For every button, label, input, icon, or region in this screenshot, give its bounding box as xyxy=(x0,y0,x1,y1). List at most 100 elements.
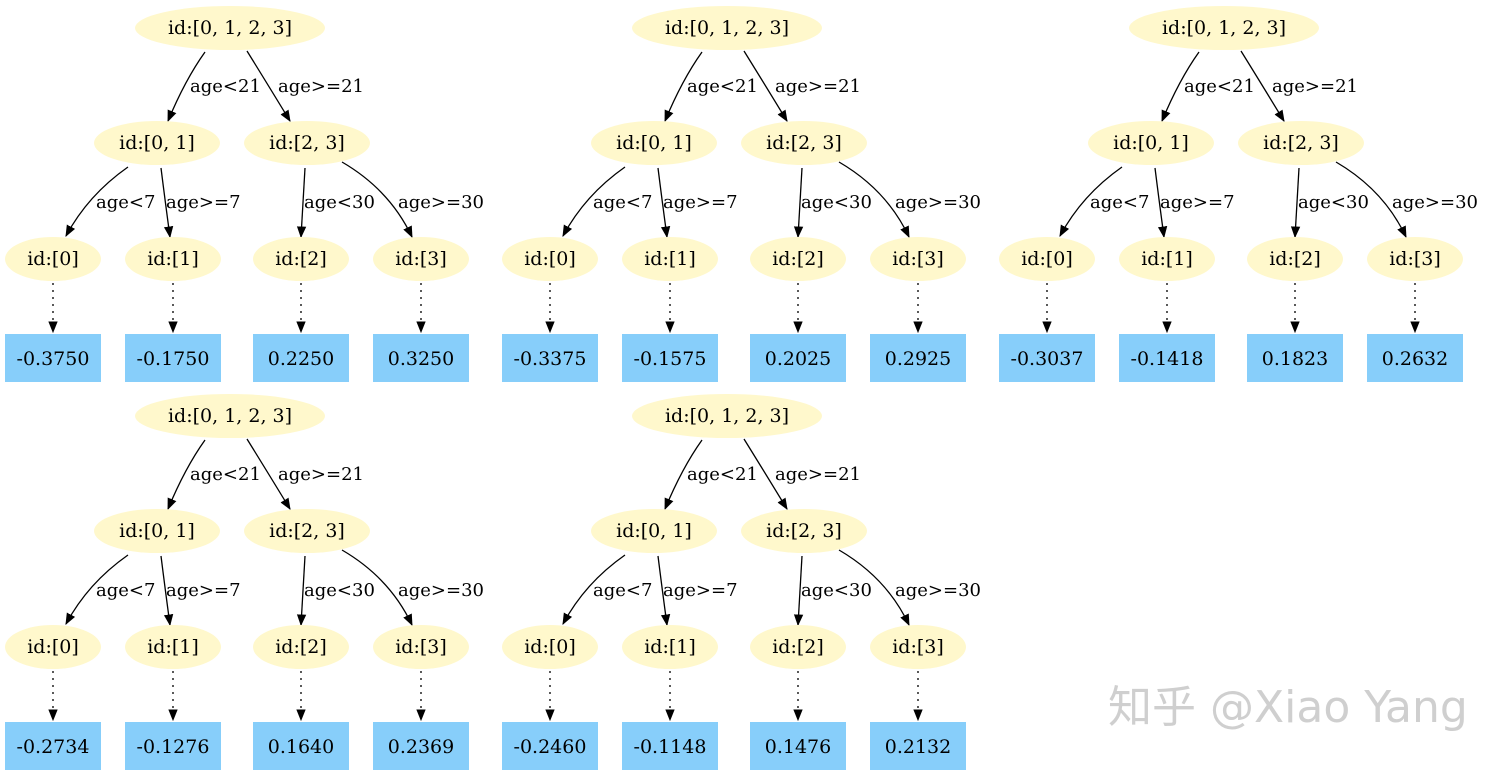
edge-age-lt-30-label: age<30 xyxy=(304,192,375,213)
edge-age-lt-21-label: age<21 xyxy=(687,76,758,97)
node-n1 xyxy=(622,237,718,281)
edge-age-lt-21-label: age<21 xyxy=(190,464,261,485)
edge-age-lt-21-label: age<21 xyxy=(1184,76,1255,97)
node-left xyxy=(1088,121,1214,165)
node-root xyxy=(135,394,325,438)
edge-age-ge-21-label: age>=21 xyxy=(278,464,364,485)
node-n3 xyxy=(870,625,966,669)
leaf-box xyxy=(125,722,221,770)
edge-age-lt-21 xyxy=(167,51,206,123)
leaf-value: -0.2734 xyxy=(17,736,90,758)
edge-age-ge-30-label: age>=30 xyxy=(895,192,981,213)
edge-age-lt-30-label: age<30 xyxy=(1298,192,1369,213)
node-right xyxy=(741,509,867,553)
node-n3-label: id:[3] xyxy=(892,248,944,270)
edge-age-lt-7-label: age<7 xyxy=(1090,192,1149,213)
node-n2 xyxy=(750,237,846,281)
node-n2-label: id:[2] xyxy=(1269,248,1321,270)
edge-age-ge-21 xyxy=(743,438,788,510)
leaf-value: 0.2025 xyxy=(765,348,831,370)
leaf-value: 0.2250 xyxy=(268,348,334,370)
node-n1-label: id:[1] xyxy=(147,248,199,270)
watermark-text: 知乎 @Xiao Yang xyxy=(1108,682,1468,733)
edge-age-lt-30 xyxy=(296,167,307,239)
node-n0-label: id:[0] xyxy=(27,636,79,658)
node-n1 xyxy=(125,625,221,669)
edge-age-ge-7 xyxy=(1154,167,1168,239)
edge-age-lt-30-label: age<30 xyxy=(801,192,872,213)
leaf-box xyxy=(253,722,349,770)
node-root-label: id:[0, 1, 2, 3] xyxy=(168,405,292,427)
edge-age-ge-30-label: age>=30 xyxy=(398,580,484,601)
leaf-box xyxy=(1367,334,1463,382)
edge-age-ge-30-label: age>=30 xyxy=(895,580,981,601)
leaf-value: 0.2632 xyxy=(1382,348,1448,370)
leaf-value: -0.1750 xyxy=(137,348,210,370)
node-n0-label: id:[0] xyxy=(27,248,79,270)
node-right xyxy=(741,121,867,165)
leaf-box xyxy=(999,334,1095,382)
node-n1 xyxy=(125,237,221,281)
node-right xyxy=(244,509,370,553)
node-n2 xyxy=(253,237,349,281)
leaf-value: 0.1476 xyxy=(765,736,831,758)
node-right-label: id:[2, 3] xyxy=(766,520,842,542)
edge-age-ge-30 xyxy=(341,161,413,239)
node-n3-label: id:[3] xyxy=(1389,248,1441,270)
leaf-value: -0.1418 xyxy=(1131,348,1204,370)
node-n2 xyxy=(253,625,349,669)
edge-age-lt-7 xyxy=(65,166,129,238)
edge-age-lt-21 xyxy=(664,51,703,123)
edge-age-ge-30 xyxy=(838,549,910,627)
leaf-value: -0.3750 xyxy=(17,348,90,370)
edge-age-lt-30 xyxy=(296,555,307,627)
edge-age-lt-7 xyxy=(65,554,129,626)
node-n1-label: id:[1] xyxy=(147,636,199,658)
leaf-box xyxy=(5,722,101,770)
edge-age-ge-21 xyxy=(246,438,291,510)
leaf-box xyxy=(750,334,846,382)
node-n0-label: id:[0] xyxy=(524,636,576,658)
leaf-value: -0.2460 xyxy=(514,736,587,758)
node-right-label: id:[2, 3] xyxy=(269,132,345,154)
node-n2-label: id:[2] xyxy=(275,248,327,270)
edge-age-ge-7 xyxy=(160,167,174,239)
edge-age-lt-30 xyxy=(793,555,804,627)
edge-age-lt-7-label: age<7 xyxy=(593,192,652,213)
node-n0 xyxy=(502,625,598,669)
node-root-label: id:[0, 1, 2, 3] xyxy=(665,405,789,427)
leaf-value: 0.2925 xyxy=(885,348,951,370)
edge-age-ge-21 xyxy=(743,50,788,122)
node-right xyxy=(244,121,370,165)
leaf-box xyxy=(622,722,718,770)
node-left-label: id:[0, 1] xyxy=(119,132,195,154)
leaf-value: -0.1148 xyxy=(634,736,707,758)
leaf-box xyxy=(502,334,598,382)
node-left-label: id:[0, 1] xyxy=(1113,132,1189,154)
edge-age-ge-7 xyxy=(657,555,671,627)
node-right-label: id:[2, 3] xyxy=(766,132,842,154)
edge-age-ge-7 xyxy=(160,555,174,627)
edge-age-lt-21-label: age<21 xyxy=(190,76,261,97)
node-left xyxy=(94,121,220,165)
node-n2-label: id:[2] xyxy=(772,248,824,270)
edge-age-lt-21 xyxy=(664,439,703,511)
edge-age-lt-30-label: age<30 xyxy=(304,580,375,601)
node-root-label: id:[0, 1, 2, 3] xyxy=(168,17,292,39)
node-n0-label: id:[0] xyxy=(524,248,576,270)
node-n3 xyxy=(373,625,469,669)
node-root-label: id:[0, 1, 2, 3] xyxy=(1162,17,1286,39)
leaf-value: -0.1575 xyxy=(634,348,707,370)
edge-age-lt-7 xyxy=(1059,166,1123,238)
leaf-value: 0.1823 xyxy=(1262,348,1328,370)
node-root xyxy=(135,6,325,50)
node-n2 xyxy=(750,625,846,669)
edge-age-lt-21 xyxy=(167,439,206,511)
leaf-box xyxy=(622,334,718,382)
